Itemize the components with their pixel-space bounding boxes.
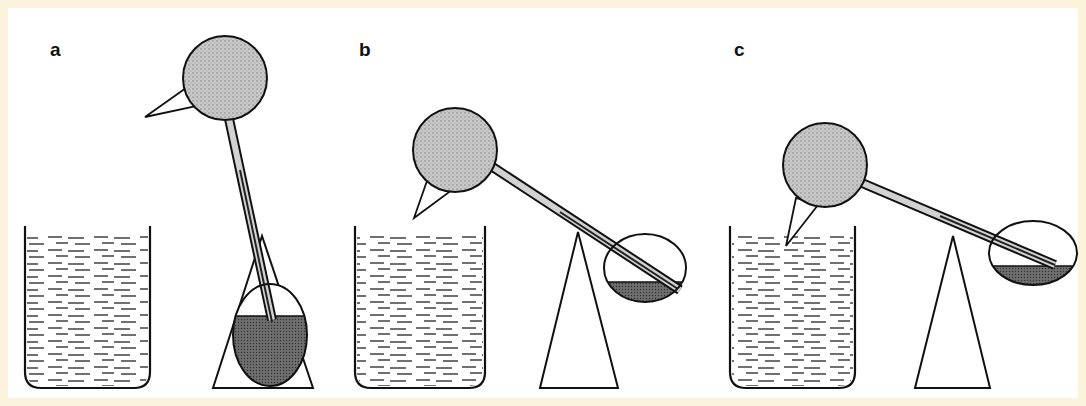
panel-label: a [50,40,61,59]
beaker [25,226,855,388]
panel-label: c [734,40,745,59]
drinking-bird [413,108,690,312]
stand [213,232,990,388]
panel-label: b [359,40,371,59]
ground [8,8,1078,398]
drinking-bird [145,36,310,396]
drinking-bird [783,123,1080,291]
